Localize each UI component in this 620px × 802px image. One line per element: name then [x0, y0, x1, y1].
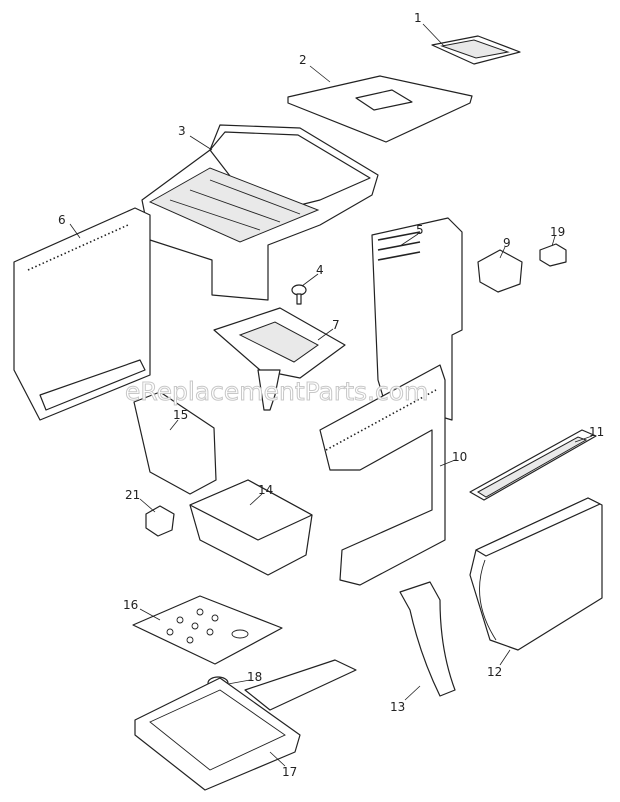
label-7: 7: [332, 318, 340, 332]
label-19: 19: [550, 225, 565, 239]
label-1: 1: [414, 11, 422, 25]
label-14: 14: [258, 483, 273, 497]
part-7-funnel-tray[interactable]: [213, 307, 346, 411]
part-15-bracket[interactable]: [133, 391, 217, 495]
label-6: 6: [58, 213, 66, 227]
label-9: 9: [503, 236, 511, 250]
label-15: 15: [173, 408, 188, 422]
part-14-grounds-container[interactable]: [189, 479, 313, 576]
part-10-front-frame[interactable]: [319, 364, 446, 586]
label-10: 10: [452, 450, 467, 464]
label-16: 16: [123, 598, 138, 612]
part-6-side-panel[interactable]: [13, 207, 151, 421]
part-16-drip-grate[interactable]: [132, 595, 283, 665]
label-17: 17: [282, 765, 297, 779]
part-4-knob[interactable]: [291, 284, 307, 305]
label-12: 12: [487, 665, 502, 679]
part-13-side-cover[interactable]: [399, 581, 456, 697]
part-19-connector[interactable]: [539, 243, 567, 267]
part-12-water-tank[interactable]: [469, 497, 603, 651]
label-4: 4: [316, 263, 324, 277]
watermark: eReplacementParts.com: [125, 377, 428, 406]
label-21: 21: [125, 488, 140, 502]
label-3: 3: [178, 124, 186, 138]
part-9-switch[interactable]: [477, 249, 523, 293]
part-2-top-cover[interactable]: [287, 75, 473, 143]
label-13: 13: [390, 700, 405, 714]
label-18: 18: [247, 670, 262, 684]
label-5: 5: [416, 223, 424, 237]
part-3-top-frame[interactable]: [141, 124, 379, 301]
part-21-connector[interactable]: [145, 505, 175, 537]
part-1-cup-grill[interactable]: [431, 35, 521, 65]
leader-lines: [69, 23, 593, 767]
part-11-rail[interactable]: [469, 429, 597, 501]
part-17-drip-tray[interactable]: [134, 659, 357, 791]
callout-numbers: 1 2 3 4 5 6 7 9 19 10 11 15 14 21 16 18 …: [58, 11, 604, 779]
label-2: 2: [299, 53, 307, 67]
label-11: 11: [589, 425, 604, 439]
